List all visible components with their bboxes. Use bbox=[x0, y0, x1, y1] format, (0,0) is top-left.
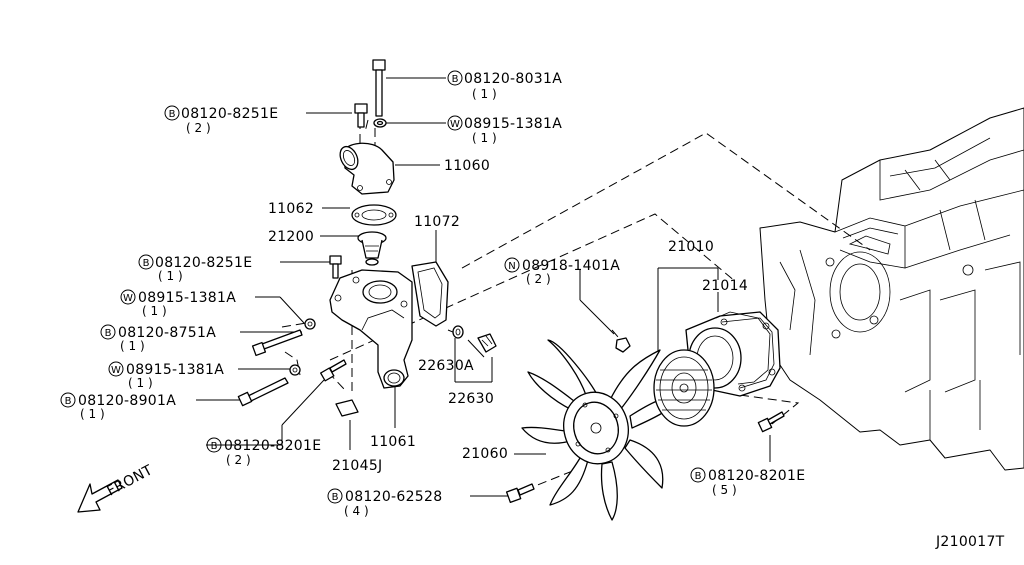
front-label: FRONT bbox=[104, 462, 155, 499]
callout-21045j: 21045J bbox=[332, 458, 382, 474]
callout-prefix: W bbox=[123, 293, 133, 304]
plate-21045j bbox=[335, 399, 359, 417]
callout-qty: ( 4 ) bbox=[344, 504, 369, 518]
callout-11060: 11060 bbox=[444, 158, 490, 174]
callout-number: 08918-1401A bbox=[522, 258, 620, 274]
bolt-08120-8751a bbox=[251, 329, 303, 357]
callout-number: 08120-8251E bbox=[181, 106, 278, 122]
leader-lines bbox=[196, 77, 771, 497]
callout-prefix: B bbox=[65, 396, 72, 407]
callout-qty: ( 1 ) bbox=[158, 269, 183, 283]
diagram-id: J210017T bbox=[935, 534, 1005, 550]
washer-08915-1381a-top bbox=[373, 118, 387, 128]
callout-08915-1381a-mid: W 08915-1381A ( 1 ) bbox=[120, 289, 236, 318]
callout-qty: ( 2 ) bbox=[526, 272, 551, 286]
callout-21060: 21060 bbox=[462, 446, 508, 462]
callout-qty: ( 5 ) bbox=[712, 483, 737, 497]
callout-08120-8031a: B 08120-8031A ( 1 ) bbox=[447, 70, 562, 101]
callout-number: 08915-1381A bbox=[126, 362, 224, 378]
callout-22630a: 22630A bbox=[418, 358, 474, 374]
gasket-11062 bbox=[351, 204, 397, 226]
callout-number: 08120-8031A bbox=[464, 71, 562, 87]
water-pump-21010 bbox=[653, 311, 781, 427]
callout-number: 08120-62528 bbox=[345, 489, 442, 505]
callout-08915-1381a-low: W 08915-1381A ( 1 ) bbox=[108, 361, 224, 390]
engine-block bbox=[759, 107, 1024, 471]
bolt-08120-8201e-left bbox=[320, 359, 347, 382]
callout-prefix: N bbox=[508, 261, 515, 272]
callout-21200: 21200 bbox=[268, 229, 314, 245]
callout-prefix: B bbox=[332, 492, 339, 503]
callout-qty: ( 2 ) bbox=[226, 453, 251, 467]
bolt-08120-8031a bbox=[372, 59, 386, 117]
callout-21010: 21010 bbox=[668, 239, 714, 255]
front-arrow-icon bbox=[77, 479, 123, 513]
washer-08915-1381a-mid bbox=[304, 318, 316, 330]
callout-08120-8751a: B 08120-8751A ( 1 ) bbox=[100, 324, 216, 353]
callout-11061: 11061 bbox=[370, 434, 416, 450]
cooling-fan-21060 bbox=[521, 339, 681, 521]
callout-qty: ( 2 ) bbox=[186, 121, 211, 135]
sensor-22630 bbox=[452, 325, 497, 353]
callout-number: 08915-1381A bbox=[464, 116, 562, 132]
callout-qty: ( 1 ) bbox=[472, 131, 497, 145]
callout-08120-8201e-right: B 08120-8201E ( 5 ) bbox=[690, 467, 805, 497]
callout-prefix: B bbox=[695, 471, 702, 482]
bolt-08120-8251e-top bbox=[354, 103, 368, 128]
callout-08120-8251e-mid: B 08120-8251E ( 1 ) bbox=[138, 254, 252, 283]
bolt-08120-8251e-mid bbox=[329, 255, 342, 279]
callout-prefix: B bbox=[143, 258, 150, 269]
callout-qty: ( 1 ) bbox=[80, 407, 105, 421]
callout-prefix: W bbox=[111, 365, 121, 376]
gasket-11072 bbox=[411, 261, 449, 327]
nut-08918-1401a bbox=[615, 337, 631, 353]
callout-number: 08120-8901A bbox=[78, 393, 176, 409]
bolt-08120-62528 bbox=[505, 483, 535, 503]
callout-number: 08120-8201E bbox=[224, 438, 321, 454]
callout-11062: 11062 bbox=[268, 201, 314, 217]
callout-prefix: B bbox=[211, 441, 218, 452]
gasket-21014 bbox=[715, 311, 771, 385]
bolt-08120-8901a bbox=[237, 377, 289, 407]
callout-number: 08915-1381A bbox=[138, 290, 236, 306]
callout-number: 08120-8751A bbox=[118, 325, 216, 341]
callout-qty: ( 1 ) bbox=[142, 304, 167, 318]
callout-number: 08120-8201E bbox=[708, 468, 805, 484]
callout-08120-8201e-left: B 08120-8201E ( 2 ) bbox=[206, 437, 321, 467]
callout-08120-8251e-top: B 08120-8251E ( 2 ) bbox=[164, 105, 278, 135]
callout-08120-62528: B 08120-62528 ( 4 ) bbox=[327, 488, 442, 518]
callout-prefix: B bbox=[105, 328, 112, 339]
callout-08915-1381a-top: W 08915-1381A ( 1 ) bbox=[447, 115, 562, 145]
callout-11072: 11072 bbox=[414, 214, 460, 230]
washer-08915-1381a-low bbox=[289, 364, 301, 376]
callout-qty: ( 1 ) bbox=[128, 376, 153, 390]
thermostat-housing-11061 bbox=[329, 269, 413, 389]
callout-prefix: B bbox=[452, 74, 459, 85]
callout-prefix: W bbox=[450, 119, 460, 130]
callout-qty: ( 1 ) bbox=[472, 87, 497, 101]
callout-22630: 22630 bbox=[448, 391, 494, 407]
bolt-08120-8201e-right bbox=[757, 411, 785, 433]
thermostat-21200 bbox=[357, 231, 387, 266]
water-outlet-11060 bbox=[339, 142, 395, 195]
callout-number: 08120-8251E bbox=[155, 255, 252, 271]
callout-qty: ( 1 ) bbox=[120, 339, 145, 353]
callout-prefix: B bbox=[169, 109, 176, 120]
callout-21014: 21014 bbox=[702, 278, 748, 294]
callout-08120-8901a: B 08120-8901A ( 1 ) bbox=[60, 392, 176, 421]
callout-08918-1401a: N 08918-1401A ( 2 ) bbox=[504, 257, 620, 286]
